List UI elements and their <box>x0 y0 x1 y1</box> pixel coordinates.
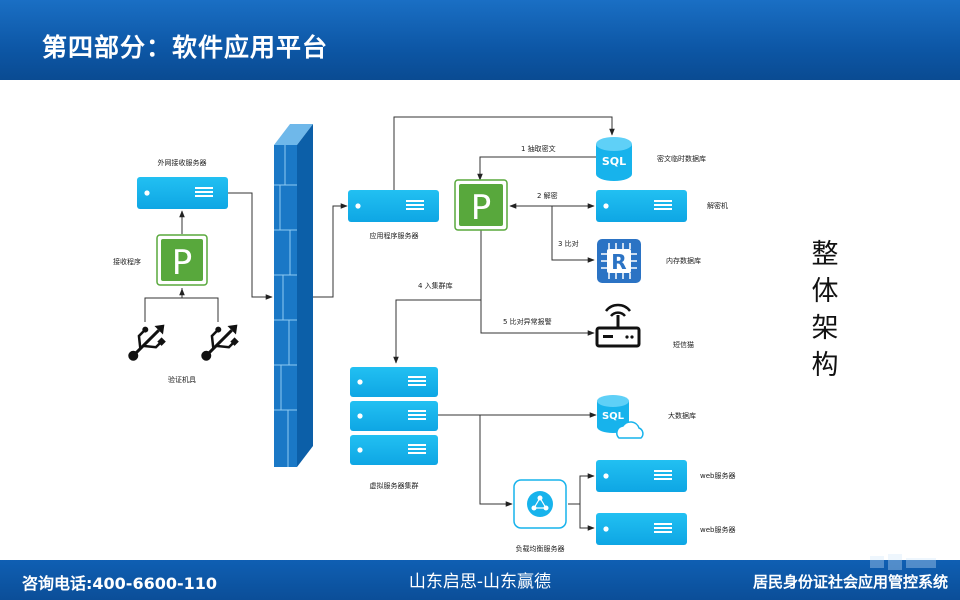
label-memory-db: 内存数据库 <box>666 256 701 265</box>
edge-cluster-in <box>393 299 481 364</box>
label-verifier: 验证机具 <box>168 375 196 384</box>
edge-label-extract: 1 抽取密文 <box>521 144 556 153</box>
edge-app-to-cipherdb <box>393 116 615 190</box>
side-title-char-2: 体 <box>811 276 839 307</box>
sql-cloud-database-icon: SQL <box>597 395 644 439</box>
label-app-server: 应用程序服务器 <box>370 231 419 240</box>
server-web1-icon <box>596 460 687 492</box>
label-external-server: 外网接收服务器 <box>158 158 207 167</box>
server-app-icon <box>348 190 439 222</box>
edge-compare <box>551 206 595 263</box>
footer-bar: 咨询电话:400-6600-110 山东启思-山东赢德 居民身份证社会应用管控系… <box>0 554 960 600</box>
edge-external-to-firewall <box>228 192 273 300</box>
header-bar: 第四部分：软件应用平台 <box>0 0 960 80</box>
svg-text:SQL: SQL <box>602 155 626 168</box>
side-title-char-4: 构 <box>811 350 839 381</box>
footer-phone: 咨询电话:400-6600-110 <box>22 574 218 593</box>
footer-system-name: 居民身份证社会应用管控系统 <box>752 573 948 591</box>
footer-logo-icon <box>870 554 936 570</box>
label-web-server-1: web服务器 <box>700 471 735 480</box>
server-cluster-icon-2 <box>350 401 438 431</box>
program-icon-receiver: P <box>156 234 208 286</box>
edge-lb-to-web <box>568 475 594 529</box>
edge-cluster-to-lb <box>479 415 513 507</box>
server-cluster-icon-1 <box>350 367 438 397</box>
svg-text:P: P <box>172 243 193 283</box>
edge-label-decrypt: 2 解密 <box>537 191 558 200</box>
usb-icon-2 <box>201 324 239 361</box>
svg-text:R: R <box>611 250 626 274</box>
connection-lines <box>144 116 615 531</box>
footer-company: 山东启思-山东赢德 <box>408 572 552 592</box>
side-title-char-3: 架 <box>811 313 839 344</box>
firewall-icon <box>274 124 313 467</box>
usb-icon-1 <box>128 324 166 361</box>
server-decryptor-icon <box>596 190 687 222</box>
edge-alarm <box>480 229 595 336</box>
architecture-diagram: 外网接收服务器 应用程序服务器 解密机 虚拟服务器集群 web服务器 web服务… <box>113 116 735 553</box>
label-big-data-db: 大数据库 <box>668 411 696 420</box>
sql-database-icon: SQL <box>596 137 632 181</box>
edge-label-cluster-in: 4 入集群库 <box>418 281 453 290</box>
edge-label-alarm: 5 比对异常报警 <box>503 317 552 326</box>
memory-chip-icon: R <box>597 239 641 283</box>
label-receiver: 接收程序 <box>113 257 141 266</box>
edge-firewall-to-app <box>313 203 348 298</box>
load-balancer-icon <box>513 479 567 529</box>
label-cipher-db: 密文临时数据库 <box>657 154 706 163</box>
label-sms-cat: 短信猫 <box>673 340 694 349</box>
label-load-balancer: 负载均衡服务器 <box>516 544 565 553</box>
server-external-icon <box>137 177 228 209</box>
edge-label-compare: 3 比对 <box>558 239 579 248</box>
label-virtual-cluster: 虚拟服务器集群 <box>370 481 419 490</box>
sms-modem-icon <box>595 303 641 348</box>
program-icon-app: P <box>454 179 508 231</box>
svg-text:SQL: SQL <box>602 411 625 422</box>
label-web-server-2: web服务器 <box>700 525 735 534</box>
server-cluster-icon-3 <box>350 435 438 465</box>
label-decryptor: 解密机 <box>707 201 728 210</box>
side-title: 整 体 架 构 <box>808 236 842 384</box>
server-web2-icon <box>596 513 687 545</box>
edge-extract <box>477 156 596 181</box>
page-title: 第四部分：软件应用平台 <box>42 33 329 62</box>
svg-text:P: P <box>471 188 492 228</box>
side-title-char-1: 整 <box>811 239 839 270</box>
